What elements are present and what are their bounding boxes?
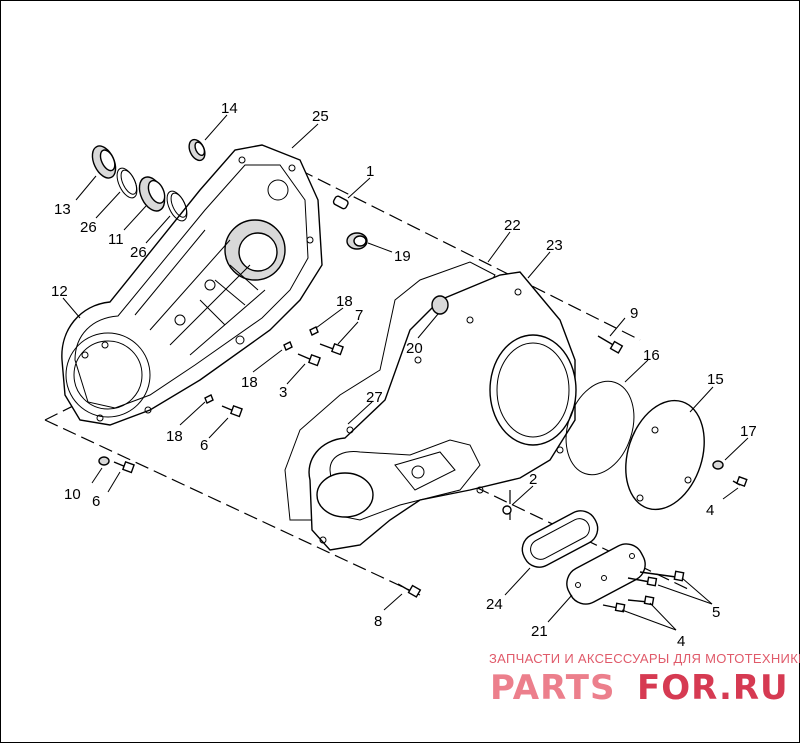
callout-15: 15 [707,371,724,388]
callout-6-upper: 6 [200,437,208,454]
callout-13: 13 [54,201,71,218]
callout-14: 14 [221,100,238,117]
callout-17: 17 [740,423,757,440]
derby-cover-15 [625,399,705,511]
callout-26-right: 26 [130,244,147,261]
dowel-1 [332,195,349,210]
watermark-logo-right: FOR.RU [637,668,789,708]
leader-lines [62,114,749,631]
callout-1: 1 [366,163,374,180]
inner-primary-housing [61,144,323,426]
callout-8: 8 [374,613,382,630]
callout-16: 16 [643,347,660,364]
callout-6-lower: 6 [92,493,100,510]
callout-22: 22 [504,217,521,234]
inspection-gasket-24 [521,510,599,568]
callout-5: 5 [712,604,720,621]
bearing-stack [91,145,188,222]
callout-27: 27 [366,389,383,406]
callout-11: 11 [108,231,124,248]
callout-18-bottom: 18 [166,428,183,445]
callout-19: 19 [394,248,411,265]
inspection-cover-21 [566,543,646,605]
derby-gasket-16 [565,380,635,476]
callout-4-bottom: 4 [677,633,685,650]
callout-10: 10 [64,486,81,503]
callout-3: 3 [279,384,287,401]
callout-20: 20 [406,340,423,357]
fasteners [98,326,748,613]
callout-18-top: 18 [336,293,353,310]
callout-12: 12 [51,283,68,300]
callout-25: 25 [312,108,329,125]
outer-primary-cover [284,261,577,551]
callout-labels: 14 25 1 19 13 26 11 26 12 22 23 18 7 9 1… [51,100,757,650]
seal-19 [346,232,368,250]
callout-23: 23 [546,237,563,254]
callout-21: 21 [531,623,548,640]
callout-7: 7 [355,307,363,324]
callout-24: 24 [486,596,503,613]
seal-14 [188,138,206,162]
callout-26-left: 26 [80,219,97,236]
watermark: ЗАПЧАСТИ И АКСЕССУАРЫ ДЛЯ МОТОТЕХНИКИ PA… [489,651,800,708]
watermark-tagline: ЗАПЧАСТИ И АКСЕССУАРЫ ДЛЯ МОТОТЕХНИКИ [489,651,800,666]
watermark-logo-left: PARTS [490,668,615,708]
callout-4-right: 4 [706,502,714,519]
callout-18-mid: 18 [241,374,258,391]
callout-2: 2 [529,471,537,488]
callout-9: 9 [630,305,638,322]
